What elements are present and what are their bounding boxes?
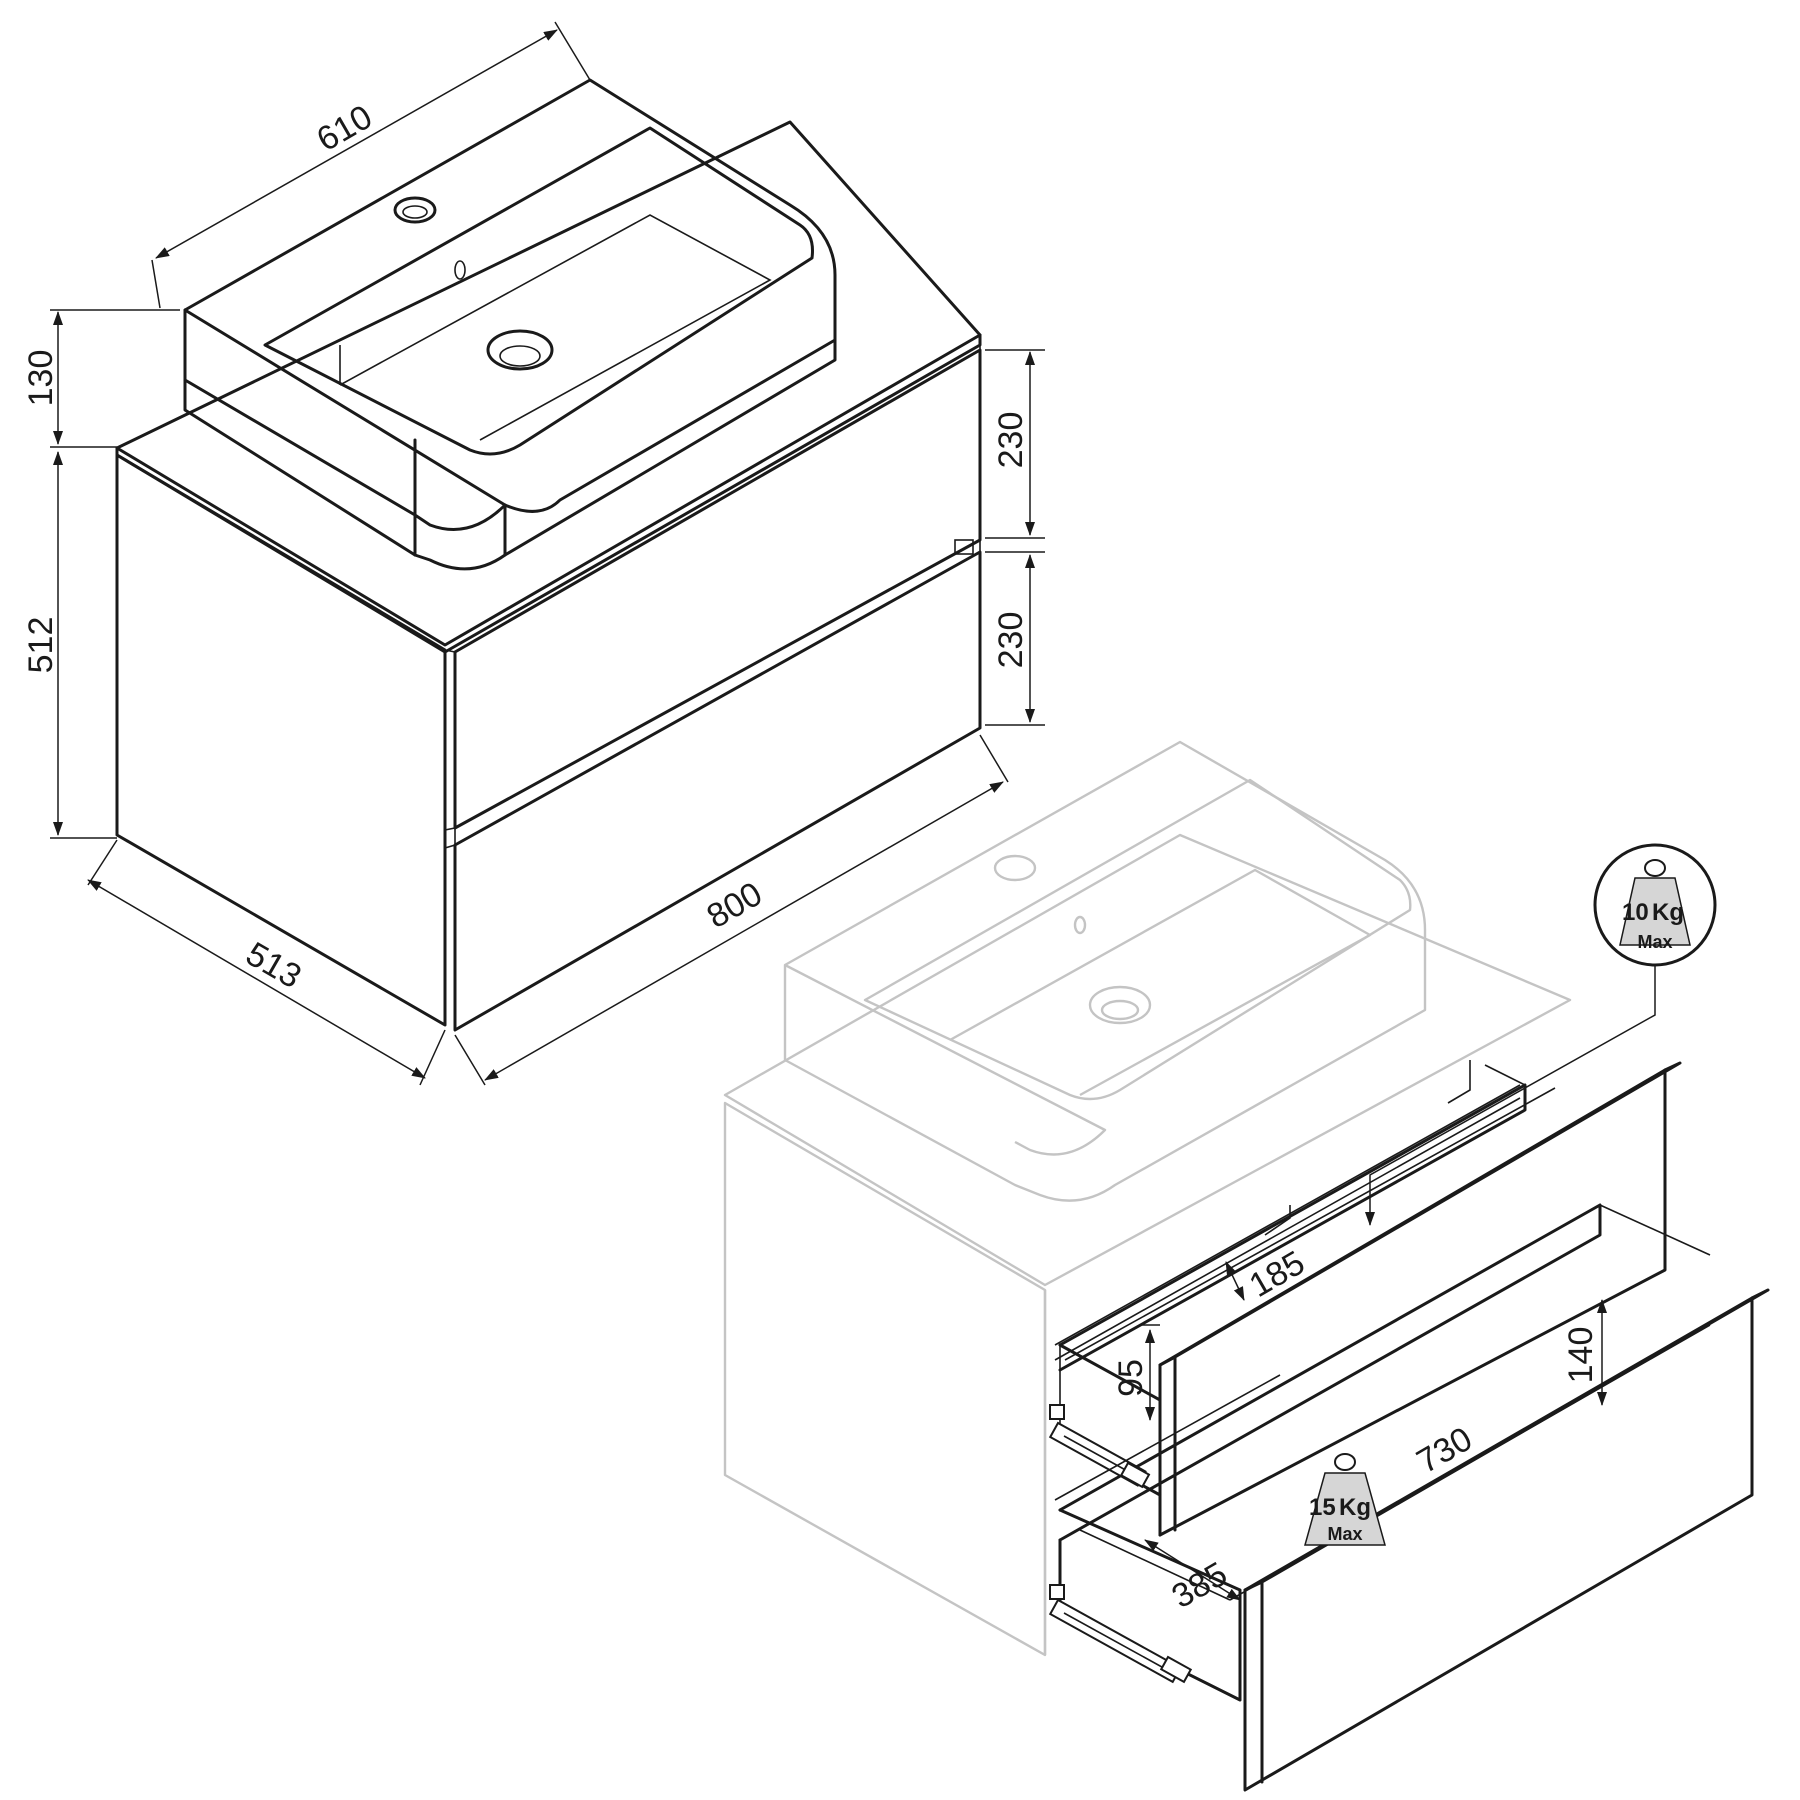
sink-bowl-floor — [339, 214, 772, 441]
bottom-drawer-side — [1058, 1508, 1242, 1702]
weight-max-10: Max — [1637, 932, 1672, 952]
sink-basin-outer — [183, 78, 837, 571]
cabinet-opening-mid — [1054, 1374, 1281, 1501]
dim-label-385: 385 — [1165, 1555, 1233, 1616]
sink-front-curve — [503, 338, 837, 513]
drawer-gap-mid — [444, 827, 456, 849]
drawer-front-bottom — [453, 550, 982, 1032]
dim-line-800 — [484, 781, 1004, 1081]
weight-unit-kg-10: Kg — [1652, 899, 1684, 926]
dim-label-230-top: 230 — [992, 412, 1030, 469]
countertop — [115, 120, 982, 647]
dim-line-185 — [1225, 1261, 1245, 1301]
dim-label-130: 130 — [22, 350, 60, 407]
weight-unit-kg-15: Kg — [1339, 1494, 1371, 1521]
weight-icon — [1304, 1472, 1386, 1546]
ghost-drain — [1088, 985, 1152, 1025]
dim-label-95: 95 — [1112, 1359, 1150, 1397]
weight-max-15: Max — [1327, 1524, 1362, 1544]
bottom-drawer-box-left — [1058, 1203, 1602, 1542]
weight-value-15: 15 — [1309, 1494, 1336, 1521]
closed-cabinet-view — [115, 78, 982, 1032]
dim-label-513: 513 — [239, 935, 307, 996]
top-drawer-rail — [1064, 1087, 1556, 1361]
ghost-cabinet-side — [723, 1101, 1047, 1657]
open-drawers-view — [723, 740, 1770, 1792]
ghost-drain-inner — [1100, 999, 1140, 1021]
dimension-lines-closed: 610 130 512 230 230 800 513 — [22, 21, 1045, 1086]
drawer-front-top — [453, 348, 982, 830]
countertop-underside — [1264, 1060, 1471, 1236]
dim-label-512: 512 — [22, 617, 60, 674]
countertop-edge — [115, 333, 982, 654]
weight-icon-handle — [1644, 859, 1666, 877]
dim-line-513 — [87, 879, 426, 1079]
dim-label-230-bottom: 230 — [992, 612, 1030, 669]
weight-icon — [1619, 877, 1691, 946]
top-drawer-front — [1158, 1068, 1667, 1537]
overflow-slot — [454, 260, 466, 280]
bottom-drawer-back-post — [1599, 1204, 1711, 1256]
ghost-sink-bowl — [863, 778, 1412, 1101]
ghost-countertop — [723, 833, 1572, 1287]
dim-label-730: 730 — [1410, 1420, 1478, 1481]
dim-label-610: 610 — [310, 98, 378, 159]
drawer-gap-top — [444, 649, 456, 653]
cabinet-side-panel — [115, 453, 447, 1027]
drain-hole-inner — [499, 345, 541, 367]
dim-label-185: 185 — [1243, 1244, 1311, 1305]
weight-badge-10kg: 10 Kg Max — [1593, 843, 1717, 967]
ghost-sink-rim — [784, 963, 1107, 1156]
sink-front-face — [413, 438, 507, 557]
sink-rim — [183, 308, 507, 531]
weight-badge-15kg: 15 Kg Max — [1304, 1453, 1386, 1546]
dim-line-610 — [155, 29, 558, 259]
cabinet-opening-top — [1054, 1084, 1521, 1361]
weight-icon-handle — [1334, 1453, 1356, 1471]
bottom-drawer-front-thickness — [1243, 1288, 1770, 1784]
top-drawer-inner — [1059, 1109, 1481, 1346]
ghost-tap-hole — [993, 854, 1037, 882]
dim-line-385 — [1144, 1539, 1241, 1601]
ghost-overflow — [1073, 915, 1087, 935]
tap-hole-inner — [402, 205, 428, 219]
sink-bowl-inner — [263, 126, 814, 456]
ghost-sink-outer — [783, 740, 1427, 1202]
weight-value-10: 10 — [1622, 899, 1649, 926]
top-drawer-slide — [1048, 1404, 1151, 1489]
side-notch — [954, 539, 974, 555]
dim-label-140: 140 — [1562, 1327, 1600, 1384]
ghost-bowl-floor — [949, 868, 1372, 1097]
bottom-drawer-slide — [1048, 1584, 1193, 1684]
drain-hole — [486, 329, 554, 371]
load-arrow-top-drawer — [1365, 965, 1656, 1226]
